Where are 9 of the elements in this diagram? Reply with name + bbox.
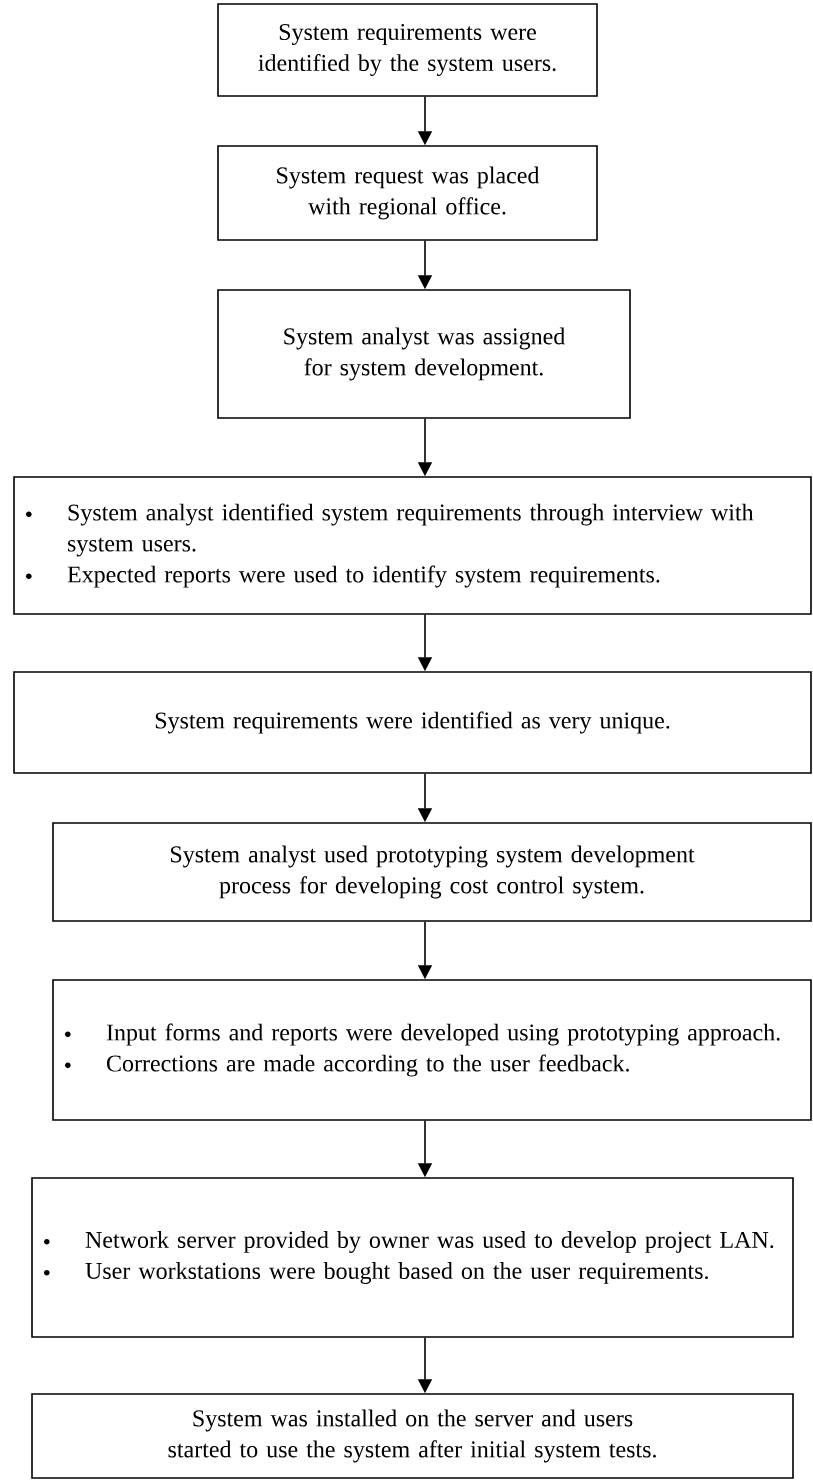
process-box: System request was placed with regional office. [217, 145, 598, 241]
process-box: Input forms and reports were developed using prototyping approach. Corrections are made according to the user feedback. [52, 979, 812, 1121]
process-box: System was installed on the server and users started to use the system after initial system tests. [31, 1393, 794, 1479]
process-box: System analyst used prototyping system development process for developing cost control system. [52, 822, 812, 922]
process-box: Network server provided by owner was used to develop project LAN. User workstations were bought based on the user requirements. [31, 1177, 794, 1338]
process-box: System analyst was assigned for system development. [217, 289, 631, 419]
process-box: System requirements were identified by the system users. [217, 3, 598, 97]
process-box: System analyst identified system requirements through interview with system users. Expected reports were used to identify system requirements. [13, 476, 812, 615]
process-box: System requirements were identified as very unique. [13, 671, 812, 774]
